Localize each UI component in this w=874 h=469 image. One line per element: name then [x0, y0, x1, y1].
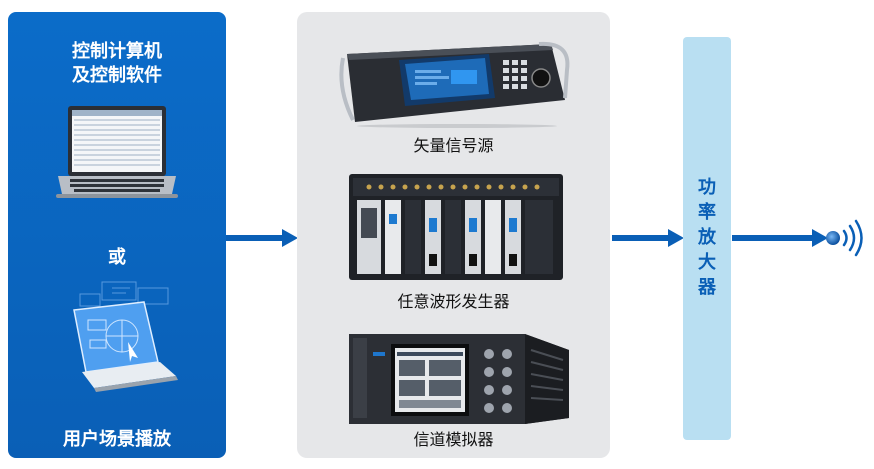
or-label: 或: [108, 247, 126, 268]
wireless-signal-icon: [826, 219, 863, 257]
power-amplifier-char: 放: [698, 227, 716, 248]
scenario-playback-laptop-icon: [73, 281, 178, 392]
vector-signal-source-label: 矢量信号源: [413, 136, 494, 155]
arbitrary-waveform-generator-label: 任意波形发生器: [397, 292, 510, 311]
signal-devices-panel: 矢量信号源: [297, 12, 610, 458]
arrow-right-icon: [732, 229, 828, 247]
laptop-table-icon: [56, 106, 178, 198]
power-amplifier-char: 功: [698, 177, 716, 198]
arrow-right-icon: [612, 229, 684, 247]
control-computer-title-line1: 控制计算机: [72, 41, 162, 62]
channel-emulator-icon: [349, 334, 569, 424]
arbitrary-waveform-generator-icon: [349, 174, 563, 280]
control-computer-panel: 控制计算机 及控制软件 或: [8, 12, 226, 458]
vector-signal-source-icon: [339, 41, 570, 128]
power-amplifier-char: 大: [698, 252, 716, 273]
scenario-playback-label: 用户场景播放: [63, 429, 171, 450]
power-amplifier-label: 功 率 放 大 器: [683, 175, 731, 300]
power-amplifier-char: 率: [698, 202, 716, 223]
power-amplifier-char: 器: [698, 277, 716, 298]
arrow-right-icon: [226, 229, 298, 247]
power-amplifier-block: 功 率 放 大 器: [683, 37, 731, 440]
control-computer-title-line2: 及控制软件: [72, 65, 162, 86]
channel-emulator-label: 信道模拟器: [413, 430, 494, 449]
